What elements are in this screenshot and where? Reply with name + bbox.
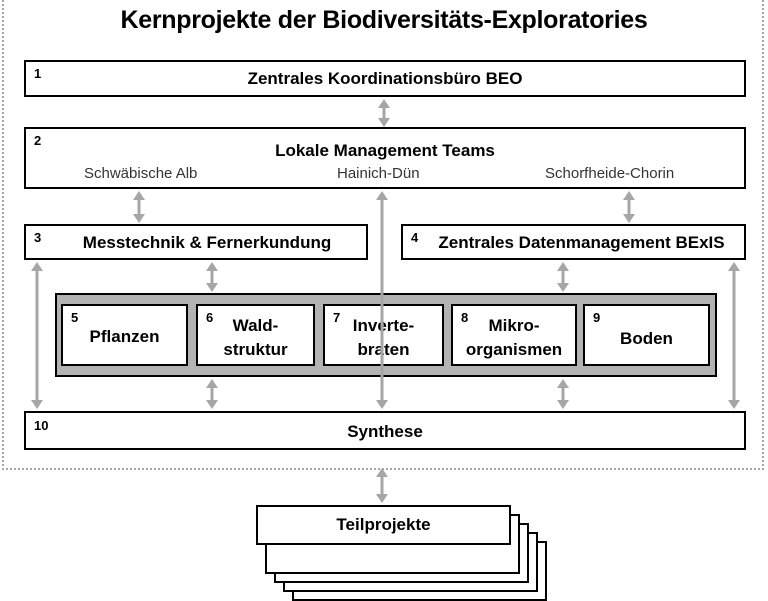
arrow-coord-teams (378, 99, 390, 127)
box-pflanzen: 5 Pflanzen (61, 304, 188, 366)
box-datenmanagement: 4 Zentrales Datenmanagement BExIS (401, 224, 746, 260)
diagram-title: Kernprojekte der Biodiversitäts-Explorat… (120, 6, 648, 34)
region-schorfheide-chorin: Schorfheide-Chorin (545, 165, 675, 182)
box-label: Lokale Management Teams (275, 141, 495, 160)
box-label: Zentrales Datenmanagement BExIS (438, 233, 725, 252)
box-label-line1: Wald- (232, 316, 279, 335)
box-number: 3 (34, 230, 42, 245)
box-number: 7 (333, 310, 341, 325)
box-label: Messtechnik & Fernerkundung (82, 233, 332, 252)
box-label: Synthese (347, 422, 423, 441)
box-management-teams: 2 Lokale Management Teams Schwäbische Al… (24, 127, 746, 189)
box-number: 5 (71, 310, 79, 325)
box-label-line2: struktur (223, 340, 288, 359)
arrow-chorin-daten (623, 191, 635, 223)
box-label-line2: organismen (465, 340, 563, 359)
box-number: 1 (34, 66, 42, 81)
box-messtechnik: 3 Messtechnik & Fernerkundung (24, 224, 368, 260)
box-number: 8 (461, 310, 469, 325)
box-koordinationsbuero: 1 Zentrales Koordinationsbüro BEO (24, 60, 746, 97)
arrow-panel-synth-right (557, 379, 569, 409)
arrow-mess-synth (31, 262, 43, 409)
box-label: Zentrales Koordinationsbüro BEO (247, 69, 523, 88)
box-number: 2 (34, 133, 42, 148)
arrow-daten-panel (557, 262, 569, 292)
connector-arrows (31, 99, 740, 503)
box-number: 10 (34, 418, 49, 433)
box-waldstruktur: 6 Wald- struktur (196, 304, 315, 366)
box-mikroorganismen: 8 Mikro- organismen (451, 304, 577, 366)
arrow-daten-synth (728, 262, 740, 409)
box-number: 4 (411, 230, 419, 245)
arrow-alb-mess (133, 191, 145, 223)
arrow-hainich-synth (376, 191, 388, 409)
box-synthese: 10 Synthese (24, 411, 746, 450)
region-schwaebische-alb: Schwäbische Alb (84, 165, 198, 182)
box-number: 6 (206, 310, 214, 325)
teilprojekte-box: Teilprojekte (256, 505, 511, 545)
box-boden: 9 Boden (583, 304, 710, 366)
arrow-synth-teilprojekte (376, 468, 388, 503)
arrow-panel-synth-left (206, 379, 218, 409)
teilprojekte-label: Teilprojekte (336, 515, 431, 534)
box-label-line1: Pflanzen (89, 327, 160, 346)
arrow-mess-panel (206, 262, 218, 292)
box-number: 9 (593, 310, 601, 325)
box-label-line1: Mikro- (488, 316, 540, 335)
core-projects-frame (2, 0, 764, 470)
region-hainich-duen: Hainich-Dün (337, 165, 420, 182)
box-label-line1: Boden (620, 329, 673, 348)
